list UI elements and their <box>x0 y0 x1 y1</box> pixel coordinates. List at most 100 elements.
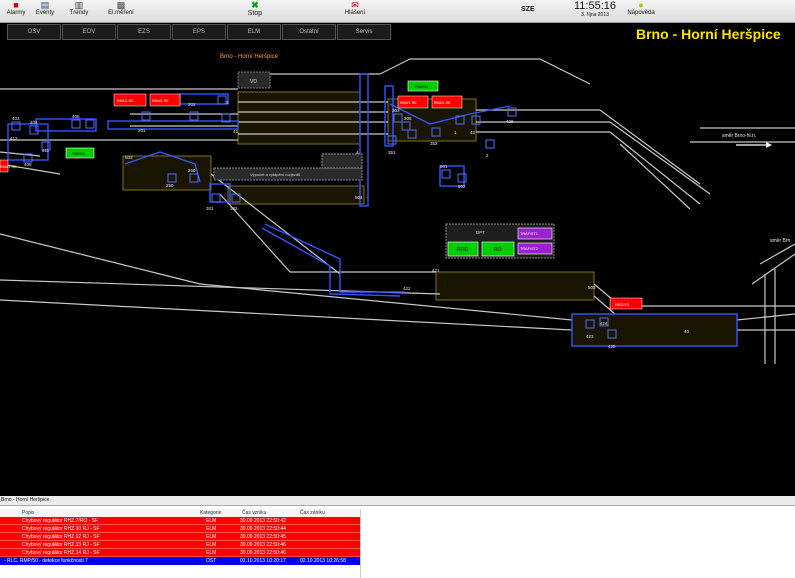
ro-button[interactable] <box>481 241 515 257</box>
alarm-table: Popis Kategorie Čas vzniku Čas zániku Ch… <box>0 509 360 565</box>
row-cas-vzniku: 02.10.2013 10:20:17 <box>240 558 286 564</box>
alarm-panel-title-text: Brno - Horní Heršpice <box>1 497 50 503</box>
table-row[interactable]: Chybový regulátor RHZ.7/RO - SF ELM 30.0… <box>0 517 360 525</box>
row-kategorie: ELM <box>206 534 217 540</box>
row-cas-vzniku: 30.09.2013 22:50:46 <box>240 550 286 556</box>
col-kategorie[interactable]: Kategorie <box>200 510 222 516</box>
traf1-button[interactable] <box>517 227 553 240</box>
sze-label: SZE <box>521 6 535 13</box>
rm000-button[interactable] <box>407 80 439 92</box>
alarm-tag[interactable] <box>397 95 429 109</box>
traf2-label: TRAF/ST2 <box>520 247 538 251</box>
vd-box-label: VD <box>250 79 257 85</box>
switch-label: 301 <box>206 206 214 211</box>
top-toolbar: ■ Alarmy ▤ Eventy ▥ Trendy ▩ El.měření ✖… <box>0 0 795 23</box>
alarm-tag[interactable] <box>609 297 643 310</box>
tab-eps[interactable]: EPS <box>172 24 226 40</box>
ro-button-label: RO <box>494 247 502 253</box>
eventy-label: Eventy <box>35 10 55 16</box>
switch-label: 426 <box>506 119 514 124</box>
direction-label-brno: směr Brn <box>770 238 791 244</box>
zone-middle[interactable] <box>227 185 365 205</box>
station-title: Brno - Horní Heršpice <box>636 26 781 42</box>
col-cas-zaniku[interactable]: Čas zániku <box>300 510 325 516</box>
alarm-tag[interactable] <box>0 159 9 173</box>
rod-button[interactable] <box>447 241 479 257</box>
row-popis: Chybový regulátor RHZ.14 RJ - SF <box>22 550 100 556</box>
table-row[interactable]: - RLC. RMP/50 - detekce funkčnosti 7 OST… <box>0 557 360 565</box>
traf2-button[interactable] <box>517 242 553 255</box>
dpt-label: DPT <box>476 230 485 235</box>
hlaseni-button[interactable]: ✉ Hlášení <box>338 1 372 17</box>
switch-label: 3 <box>226 100 229 105</box>
col-cas-vzniku[interactable]: Čas vzniku <box>242 510 267 516</box>
row-cas-vzniku: 30.09.2013 22:50:42 <box>240 518 286 524</box>
switch-label: 260 <box>188 168 196 173</box>
alarm-tag[interactable] <box>431 95 463 109</box>
direction-label-brno-hl-n: směr Brno-hl.n. <box>722 133 756 139</box>
arrow-right-icon <box>766 142 772 148</box>
eventy-button[interactable]: ▤ Eventy <box>32 1 58 17</box>
center-box[interactable] <box>213 167 363 181</box>
switch-label: 423 <box>586 334 594 339</box>
alarm-tag-label: RM1/1 RK <box>117 99 134 103</box>
events-list-icon: ▤ <box>40 0 50 10</box>
stop-button[interactable]: ✖ Stop <box>242 1 268 18</box>
switch-label: 250 <box>166 183 174 188</box>
tab-ostatni[interactable]: Ostatní <box>282 24 336 40</box>
alarm-bell-icon: ■ <box>13 0 19 10</box>
alarm-panel: Brno - Horní Heršpice Popis Kategorie Ča… <box>0 496 795 578</box>
zone-right-lower[interactable] <box>435 271 595 301</box>
zone-bottom-right[interactable] <box>571 313 738 347</box>
track-scheme: 403 404 405 406 411 412 201 202 250 260 … <box>0 54 795 364</box>
scheme-caption: Brno - Horní Heršpice <box>220 54 279 60</box>
table-row[interactable]: Chybový regulátor RHZ.14 RJ - SF ELM 30.… <box>0 549 360 557</box>
switch-label: 202 <box>188 102 196 107</box>
switch-label: 505 <box>588 285 596 290</box>
tab-eov[interactable]: EOV <box>62 24 116 40</box>
alarmy-button[interactable]: ■ Alarmy <box>4 1 28 17</box>
row-kategorie: ELM <box>206 550 217 556</box>
alarm-tag[interactable] <box>149 93 181 107</box>
row-cas-zaniku: 02.10.2013 10:26:58 <box>300 558 346 564</box>
alarm-tag-label: RM4/1 RK <box>152 99 169 103</box>
center-box-label: Výpočet a vytápění rozjezdů <box>250 172 300 177</box>
trendy-button[interactable]: ▥ Trendy <box>66 1 92 17</box>
row-popis: - RLC. RMP/50 - detekce funkčnosti 7 <box>4 558 88 564</box>
switch-label: 2 <box>486 153 489 158</box>
tab-servis[interactable]: Servis <box>337 24 391 40</box>
row-kategorie: OST <box>206 558 217 564</box>
tab-osv[interactable]: OSV <box>7 24 61 40</box>
traf1-label: TRAF/ST1 <box>520 232 538 236</box>
col-popis[interactable]: Popis <box>22 510 35 516</box>
alarm-tag[interactable] <box>113 93 147 107</box>
vd-box[interactable] <box>237 71 271 89</box>
table-row[interactable]: Chybový regulátor RHZ.13 RJ - SF ELM 30.… <box>0 541 360 549</box>
row-kategorie: ELM <box>206 518 217 524</box>
zone-top[interactable] <box>237 91 361 145</box>
switch-label: 302 <box>230 206 238 211</box>
switch-label: 351 <box>388 150 396 155</box>
napoveda-button[interactable]: ● Nápověda <box>626 1 656 17</box>
table-row[interactable]: Chybový regulátor RHZ.10 RJ - SF ELM 30.… <box>0 525 360 533</box>
row-popis: Chybový regulátor RHZ.12 RJ - SF <box>22 534 100 540</box>
hlaseni-label: Hlášení <box>344 10 366 16</box>
rod-button-label: ROD <box>457 247 469 253</box>
trendy-label: Trendy <box>69 10 89 16</box>
alarm-tag-label: RM4/1 RK <box>0 165 17 169</box>
row-cas-vzniku: 30.09.2013 22:50:45 <box>240 534 286 540</box>
row-popis: Chybový regulátor RHZ.7/RO - SF <box>22 518 99 524</box>
zone-left[interactable] <box>122 155 212 191</box>
clock-time: 11:55:16 <box>574 0 617 12</box>
row-kategorie: ELM <box>206 542 217 548</box>
switch-label: 504 <box>355 195 363 200</box>
elmereni-button[interactable]: ▩ El.měření <box>104 1 138 17</box>
switch-label: 1 <box>454 130 457 135</box>
alarm-detail-area <box>360 509 795 578</box>
tab-elm[interactable]: ELM <box>227 24 281 40</box>
table-row[interactable]: Chybový regulátor RHZ.12 RJ - SF ELM 30.… <box>0 533 360 541</box>
row-popis: Chybový regulátor RHZ.10 RJ - SF <box>22 526 100 532</box>
switch-label: 405 <box>72 114 80 119</box>
tab-ezs[interactable]: EZS <box>117 24 171 40</box>
rm004-button[interactable] <box>65 147 95 159</box>
